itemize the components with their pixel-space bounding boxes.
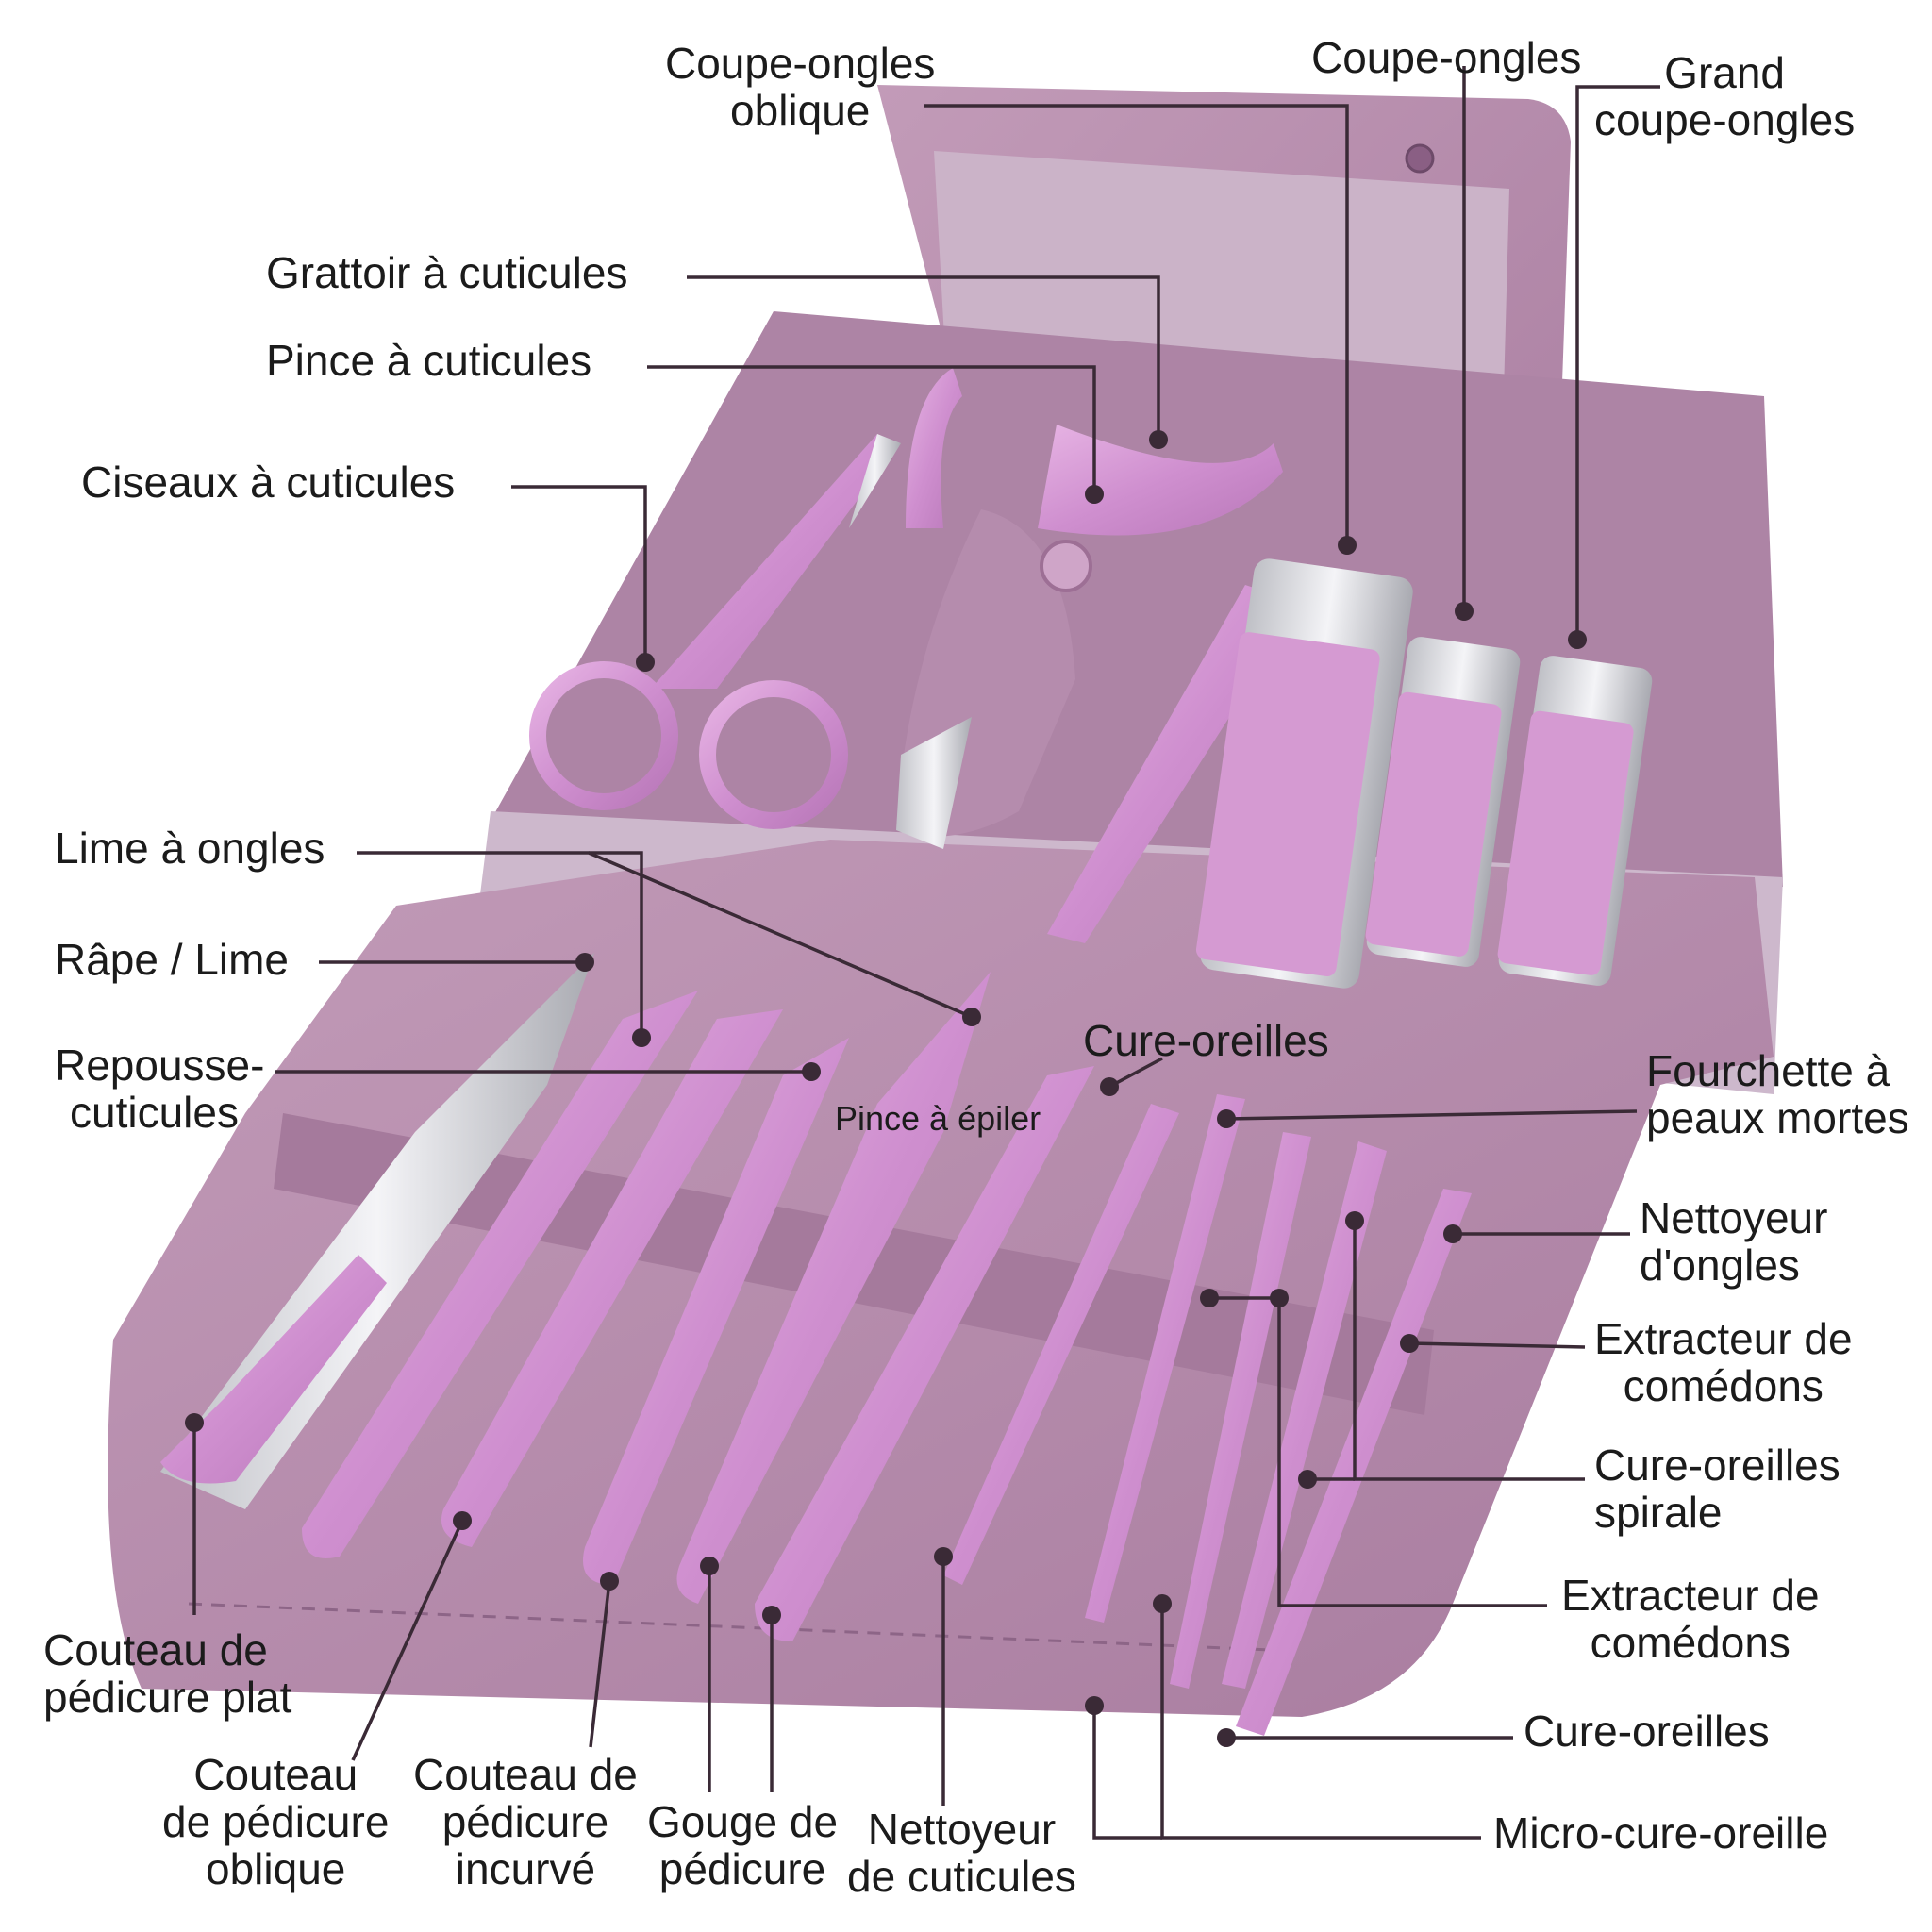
label-cuticle-scraper: Grattoir à cuticules: [266, 248, 628, 297]
clipper-medium: [1365, 637, 1521, 967]
curved-knife: [583, 1038, 849, 1585]
label-cuticle-scissors: Ciseaux à cuticules: [81, 458, 456, 507]
label-ear-pick-top: Cure-oreilles: [1083, 1016, 1329, 1065]
label-cuticle-nipper: Pince à cuticules: [266, 336, 592, 385]
label-rasp: Râpe / Lime: [55, 935, 290, 984]
snap-button: [1405, 143, 1435, 174]
label-clipper: Coupe-ongles: [1311, 33, 1582, 82]
label-cuticle-pusher: Repousse-cuticules: [55, 1041, 265, 1137]
gouge: [676, 972, 991, 1604]
flat-knife: [302, 991, 698, 1558]
label-ear-pick-bottom: Cure-oreilles: [1524, 1707, 1770, 1756]
label-nail-file: Lime à ongles: [55, 824, 325, 873]
tweezers: [755, 1066, 1094, 1641]
label-tweezers: Pince à épiler: [835, 1099, 1041, 1138]
clipper-oblique: [1497, 656, 1653, 986]
rasp: [160, 953, 594, 1509]
clipper-large: [1195, 558, 1413, 989]
oblique-knife: [441, 1009, 783, 1547]
label-micro-ear-pick: Micro-cure-oreille: [1493, 1808, 1829, 1857]
